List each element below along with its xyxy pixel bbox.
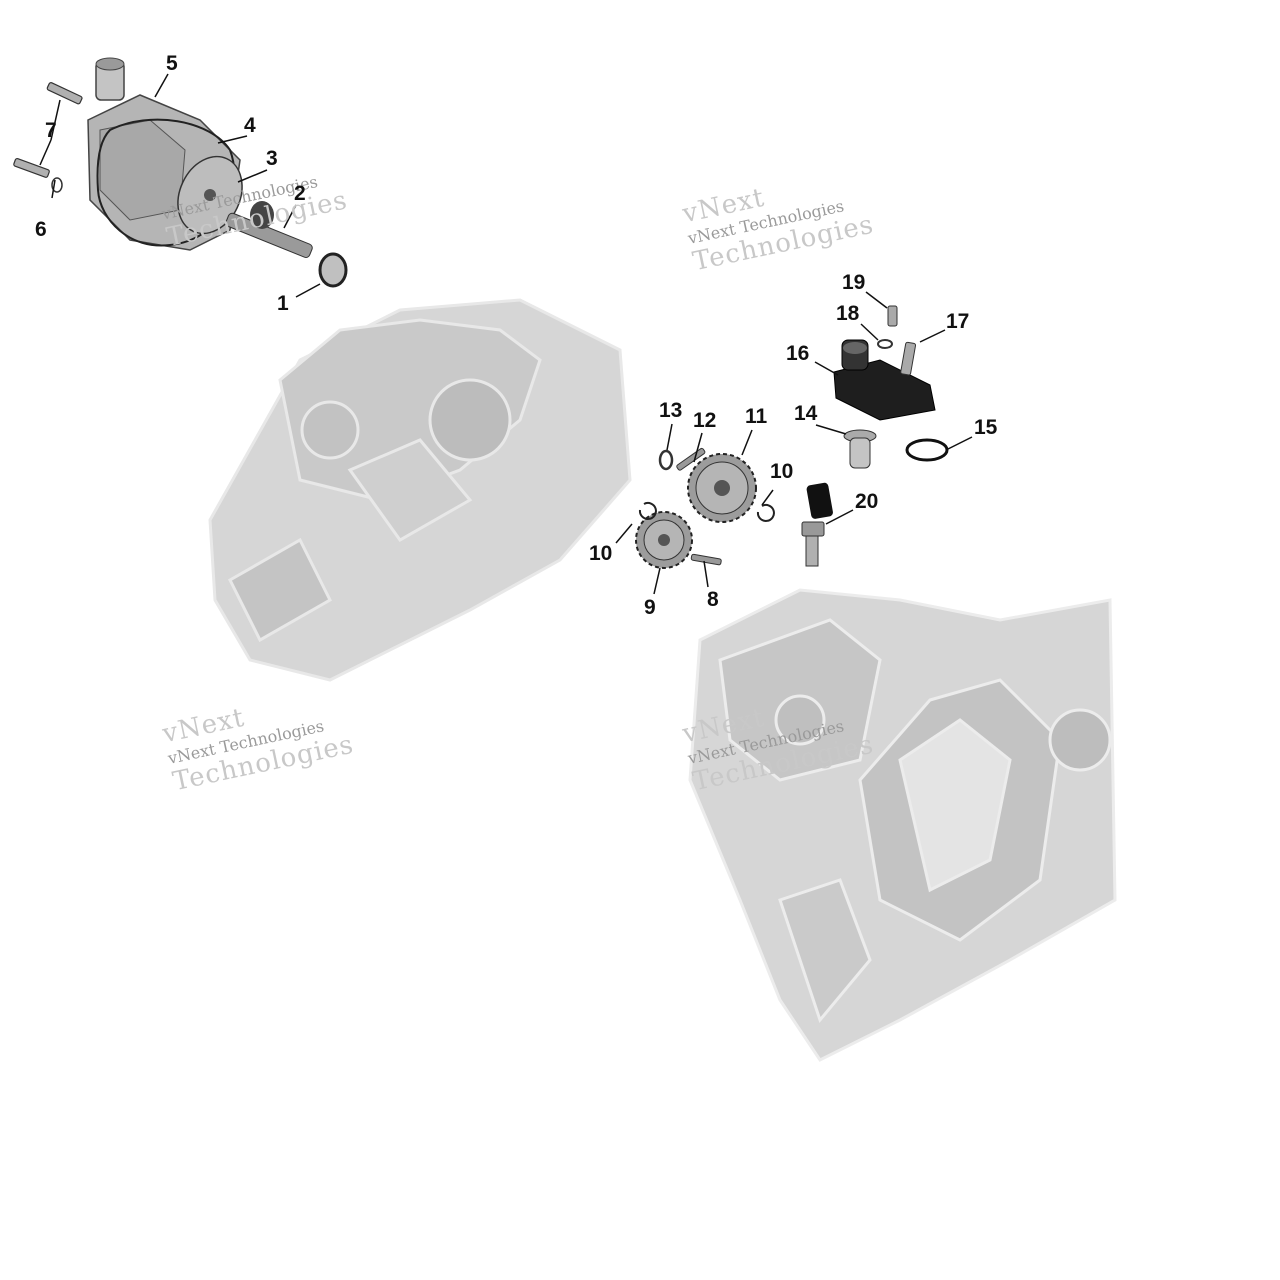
callout-10-left: 10 (589, 542, 613, 565)
callout-16: 16 (786, 342, 810, 365)
callout-7: 7 (45, 119, 57, 142)
pin-8 (690, 553, 722, 566)
gear-large (687, 453, 757, 523)
callout-17: 17 (946, 310, 970, 333)
pin-12 (676, 447, 706, 471)
callout-4: 4 (244, 114, 256, 137)
callout-3: 3 (266, 147, 278, 170)
oil-seal (318, 252, 348, 288)
callout-19: 19 (842, 271, 866, 294)
callout-20: 20 (855, 490, 879, 513)
ghost-crankcase-left (208, 298, 632, 682)
callout-8: 8 (707, 588, 719, 611)
bolt-19 (887, 305, 898, 327)
callout-10-right: 10 (770, 460, 794, 483)
callout-15: 15 (974, 416, 998, 439)
bolt-17 (900, 341, 917, 376)
callout-5: 5 (166, 52, 178, 75)
gasket-ring (96, 118, 236, 247)
callout-1: 1 (277, 292, 289, 315)
thermostat-housing (833, 339, 936, 421)
cover-bolts (13, 82, 83, 178)
callout-18: 18 (836, 302, 860, 325)
pump-shaft (225, 201, 313, 258)
callout-11: 11 (745, 405, 768, 428)
circlip-left (638, 501, 657, 520)
callout-12: 12 (693, 409, 717, 432)
washer-13 (658, 449, 674, 471)
callout-6: 6 (35, 218, 47, 241)
callout-13: 13 (659, 399, 683, 422)
o-ring-15 (905, 438, 949, 462)
callout-9: 9 (644, 596, 656, 619)
thermostat (843, 429, 877, 469)
ghost-crankcase-right (688, 588, 1117, 1062)
callout-2: 2 (294, 182, 306, 205)
leader-lines (39, 73, 973, 595)
circlip-right (756, 503, 775, 522)
temperature-sensor (801, 482, 833, 567)
gear-small (635, 511, 693, 569)
callout-14: 14 (794, 402, 818, 425)
washer-18 (877, 339, 893, 349)
small-o-ring (51, 177, 63, 193)
